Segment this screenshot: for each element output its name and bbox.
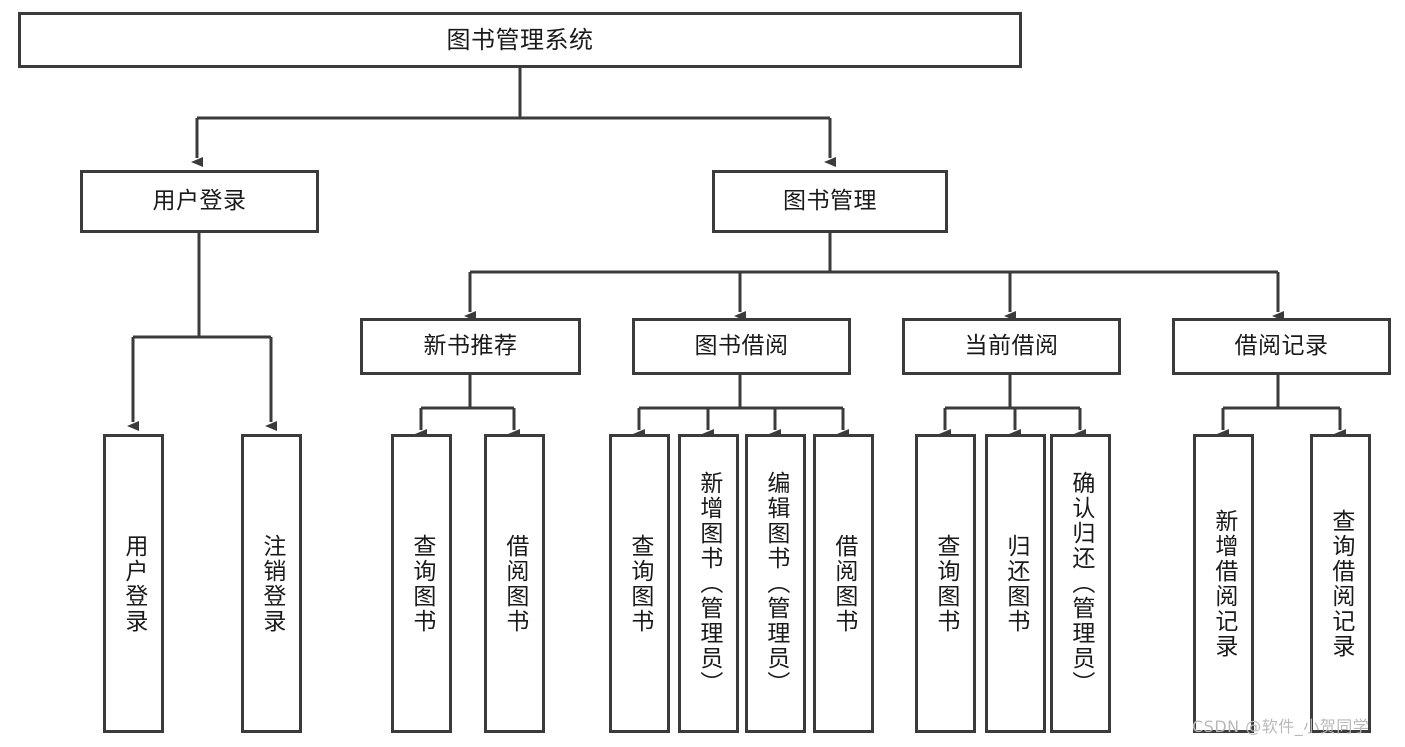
leaf-nb-borrow-book[interactable]: 借阅图书 [484, 434, 545, 733]
node-new-book-recommend[interactable]: 新书推荐 [360, 318, 581, 375]
node-label: 查询图书 [626, 533, 653, 634]
node-label: 编辑图书（管理员） [762, 471, 789, 696]
leaf-br-add-record[interactable]: 新增借阅记录 [1193, 434, 1254, 733]
leaf-cb-return-book[interactable]: 归还图书 [985, 434, 1046, 733]
node-label: 借阅图书 [830, 533, 857, 634]
node-book-management[interactable]: 图书管理 [712, 170, 948, 233]
node-label: 新增图书（管理员） [695, 471, 722, 696]
watermark: CSDN @软件_小贺同学 [1192, 717, 1370, 736]
leaf-bb-add-book-admin[interactable]: 新增图书（管理员） [678, 434, 739, 733]
leaf-bb-query-book[interactable]: 查询图书 [609, 434, 670, 733]
node-label: 新书推荐 [423, 332, 518, 359]
node-current-borrow[interactable]: 当前借阅 [902, 318, 1121, 375]
node-label: 借阅图书 [501, 533, 528, 634]
node-label: 归还图书 [1002, 533, 1029, 634]
node-label: 查询图书 [408, 533, 435, 634]
node-book-borrow[interactable]: 图书借阅 [632, 318, 851, 375]
node-label: 图书管理系统 [446, 25, 594, 54]
leaf-bb-edit-book-admin[interactable]: 编辑图书（管理员） [745, 434, 806, 733]
leaf-br-query-record[interactable]: 查询借阅记录 [1310, 434, 1371, 733]
leaf-cb-query-book[interactable]: 查询图书 [915, 434, 976, 733]
leaf-bb-borrow-book[interactable]: 借阅图书 [813, 434, 874, 733]
node-label: 新增借阅记录 [1210, 508, 1237, 659]
node-label: 借阅记录 [1234, 332, 1329, 359]
node-label: 查询借阅记录 [1327, 508, 1354, 659]
leaf-user-login[interactable]: 用户登录 [103, 434, 164, 733]
node-label: 用户登录 [152, 187, 247, 214]
node-label: 查询图书 [932, 533, 959, 634]
node-root-book-management-system[interactable]: 图书管理系统 [18, 12, 1022, 68]
leaf-nb-query-book[interactable]: 查询图书 [391, 434, 452, 733]
node-user-login[interactable]: 用户登录 [80, 170, 319, 233]
node-label: 图书借阅 [694, 332, 789, 359]
node-borrow-records[interactable]: 借阅记录 [1172, 318, 1391, 375]
node-label: 注销登录 [258, 533, 285, 634]
node-label: 用户登录 [120, 533, 147, 634]
node-label: 当前借阅 [964, 332, 1059, 359]
leaf-cb-confirm-return-admin[interactable]: 确认归还（管理员） [1050, 434, 1111, 733]
node-label: 图书管理 [783, 187, 877, 214]
node-label: 确认归还（管理员） [1067, 471, 1094, 696]
leaf-logout[interactable]: 注销登录 [241, 434, 302, 733]
